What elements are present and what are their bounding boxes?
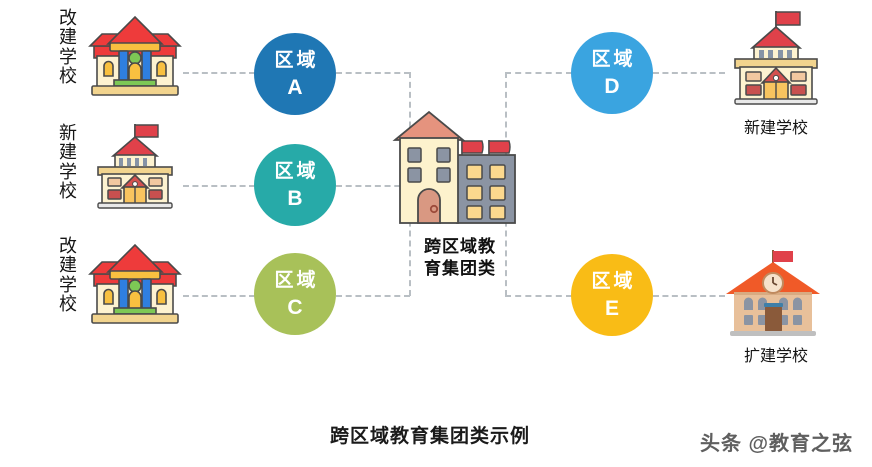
region-circle-d[interactable]: 区域 D [571, 32, 653, 114]
new-school-icon-2 [726, 8, 826, 110]
left-label-2: 新 建 学 校 [56, 123, 80, 201]
watermark-text: 头条 @教育之弦 [700, 433, 854, 455]
left-label-3-char-2: 学 [59, 274, 77, 295]
region-d-letter: D [604, 74, 620, 98]
region-circle-a[interactable]: 区域 A [254, 33, 336, 115]
center-building-icon [385, 110, 535, 232]
center-label-line-1: 跨区域教 [424, 237, 496, 256]
center-building-label: 跨区域教 育集团类 [400, 236, 520, 280]
region-a-zone-label: 区域 [274, 49, 319, 71]
right-label-new-school: 新建学校 [743, 120, 808, 137]
left-label-2-char-1: 建 [59, 142, 77, 163]
connector-line-b-center [336, 185, 410, 187]
connector-line-center-d [505, 72, 572, 74]
connector-line-left-a [183, 72, 255, 74]
region-b-zone-label: 区域 [274, 160, 319, 182]
connector-line-a-center [336, 72, 410, 74]
left-label-3-char-3: 校 [59, 293, 77, 314]
connector-line-e-right [653, 295, 725, 297]
left-label-1-char-2: 学 [59, 46, 77, 67]
connector-line-d-right [653, 72, 725, 74]
region-circle-b[interactable]: 区域 B [254, 144, 336, 226]
expanded-school-icon [720, 250, 826, 346]
center-label-line-2: 育集团类 [424, 258, 496, 278]
region-d-zone-label: 区域 [591, 48, 636, 70]
connector-line-c-center [336, 295, 410, 297]
region-e-letter: E [604, 296, 619, 320]
renovated-school-icon-1 [88, 12, 182, 100]
diagram-caption: 跨区域教育集团类示例 [330, 426, 531, 447]
region-c-zone-label: 区域 [274, 269, 319, 291]
connector-line-left-b [183, 185, 255, 187]
region-a-letter: A [287, 75, 303, 99]
connector-line-center-e [505, 295, 572, 297]
left-label-2-char-0: 新 [59, 123, 77, 143]
left-label-3: 改 建 学 校 [56, 236, 80, 314]
left-label-3-char-0: 改 [59, 236, 77, 256]
renovated-school-icon-2 [88, 240, 182, 328]
region-e-zone-label: 区域 [591, 270, 636, 292]
left-label-3-char-1: 建 [59, 255, 77, 276]
left-label-1-char-0: 改 [59, 8, 77, 28]
left-label-2-char-2: 学 [59, 161, 77, 182]
region-b-letter: B [287, 186, 303, 210]
left-label-2-char-3: 校 [59, 180, 77, 201]
left-label-1: 改 建 学 校 [56, 8, 80, 86]
connector-line-left-c [183, 295, 255, 297]
right-label-expanded-school: 扩建学校 [743, 348, 808, 365]
region-c-letter: C [287, 295, 303, 319]
left-label-1-char-1: 建 [59, 27, 77, 48]
region-circle-c[interactable]: 区域 C [254, 253, 336, 335]
region-circle-e[interactable]: 区域 E [571, 254, 653, 336]
new-school-icon-1 [88, 120, 182, 214]
left-label-1-char-3: 校 [59, 65, 77, 86]
